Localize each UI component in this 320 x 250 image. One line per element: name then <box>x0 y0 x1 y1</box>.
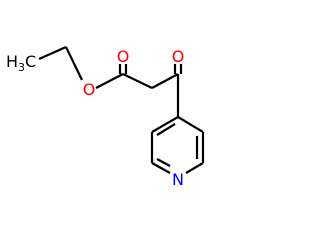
pyridine-nitrogen-label: N <box>172 170 184 189</box>
atom-labels: H3C O O O N <box>6 47 184 189</box>
chemical-structure-diagram: H3C O O O N <box>6 45 205 189</box>
ring-bond-c4-c3-inner <box>156 123 176 136</box>
ester-carbonyl-oxygen-label: O <box>117 47 130 66</box>
bond-carbonyl-alpha-carbon <box>122 73 153 89</box>
bond-methylene-ester-oxygen <box>65 46 83 81</box>
ring-bond-n-c6 <box>185 162 204 174</box>
ring-bond-c4-c3 <box>151 116 179 133</box>
bond-alpha-carbon-ketone <box>151 73 179 89</box>
bond-ester-oxygen-carbonyl <box>95 73 124 89</box>
ester-oxygen-label: O <box>83 80 96 99</box>
methyl-label: H3C <box>6 52 36 74</box>
ring-bond-c2-n-inner <box>156 158 171 167</box>
ring-bond-c2-n <box>151 162 171 174</box>
bond-methyl-methylene <box>38 45 67 61</box>
bonds <box>38 45 205 174</box>
ketone-oxygen-label: O <box>172 47 185 66</box>
ring-bond-c5-c4 <box>177 116 204 133</box>
